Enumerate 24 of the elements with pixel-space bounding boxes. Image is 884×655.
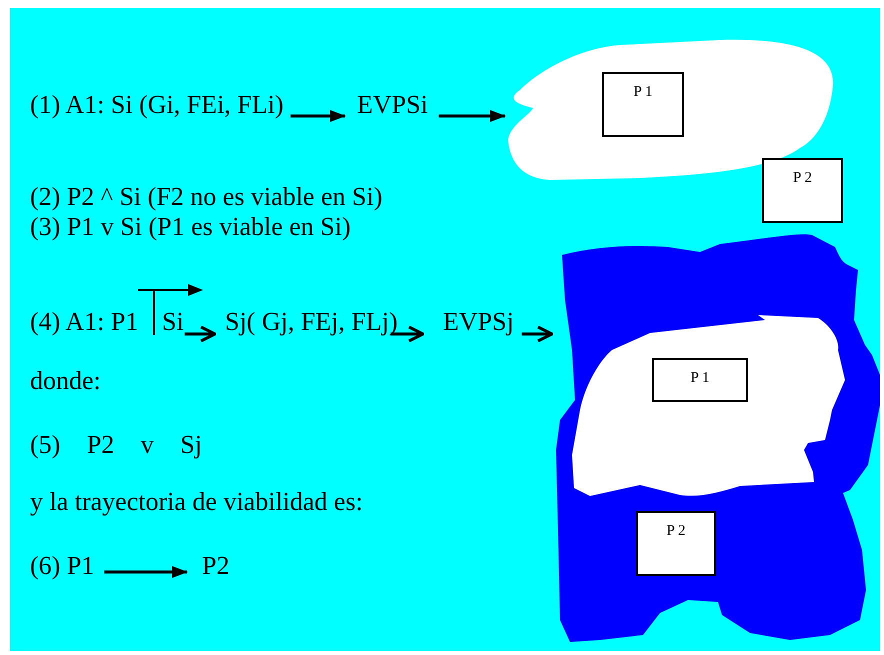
- formula-text: (1) A1: Si (Gi, FEi, FLi): [30, 90, 284, 120]
- labeled-box: P 2: [762, 158, 843, 223]
- formula-text: donde:: [30, 366, 101, 396]
- formula-text: (3) P1 v Si (P1 es viable en Si): [30, 212, 351, 242]
- arrow: [104, 566, 188, 578]
- labeled-box: P 1: [602, 72, 684, 137]
- formula-text: (6) P1: [30, 551, 94, 581]
- arrow: [184, 326, 216, 342]
- labeled-box: P 2: [636, 511, 716, 576]
- formula-text: (4) A1: P1: [30, 307, 138, 337]
- formula-text: (5) P2 v Sj: [30, 430, 202, 460]
- formula-text: (2) P2 ^ Si (F2 no es viable en Si): [30, 182, 382, 212]
- labeled-box: P 1: [652, 358, 748, 402]
- formula-text: Sj( Gj, FEj, FLj): [225, 307, 398, 337]
- formula-text: EVPSi: [357, 90, 428, 120]
- formula-text: Si: [162, 307, 184, 337]
- cloud-shape: [505, 40, 835, 182]
- formula-text: P2: [202, 551, 230, 581]
- formula-text: EVPSj: [443, 307, 514, 337]
- formula-text: y la trayectoria de viabilidad es:: [30, 487, 363, 517]
- arrow: [290, 110, 346, 122]
- arrow: [522, 326, 554, 342]
- arrow: [438, 110, 506, 122]
- arrow: [390, 326, 424, 342]
